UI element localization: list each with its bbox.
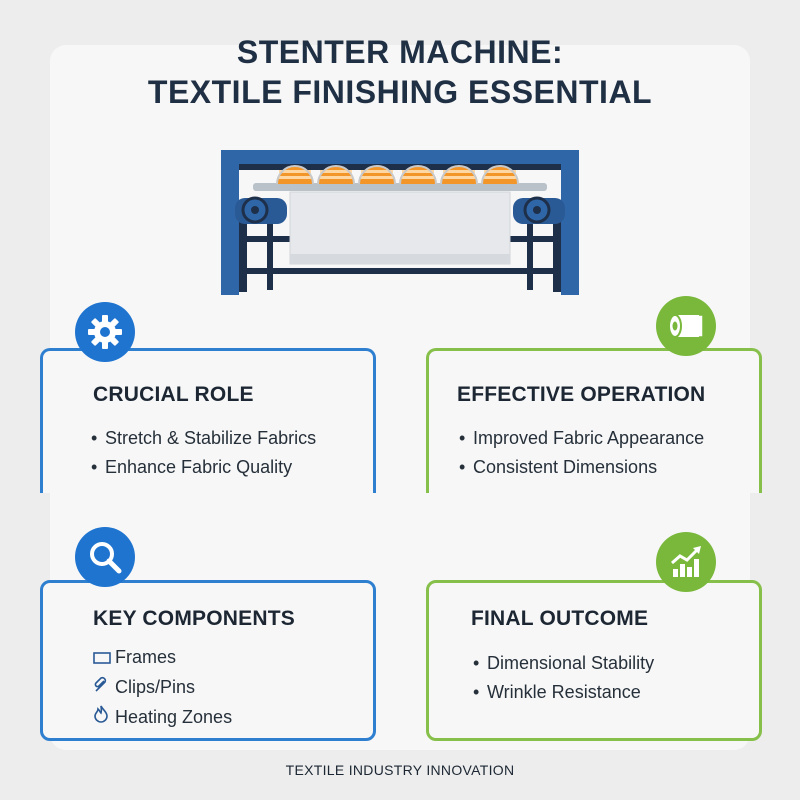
title-line-2: TEXTILE FINISHING ESSENTIAL [147, 74, 653, 110]
machine-right-post [561, 150, 579, 295]
magnifier-icon [75, 527, 135, 587]
gear-icon [75, 302, 135, 362]
stenter-machine-illustration [221, 150, 579, 295]
list-item: •Dimensional Stability [473, 653, 655, 673]
list-item: Heating Zones [93, 703, 232, 733]
list-item: Frames [93, 643, 232, 673]
clip-icon [93, 674, 115, 703]
fabric-sheet [289, 191, 511, 265]
card-heading: KEY COMPONENTS [93, 607, 295, 630]
card-list: Frames Clips/Pins Heating Zones [93, 643, 232, 732]
list-item: •Consistent Dimensions [459, 457, 658, 477]
machine-left-post [221, 150, 239, 295]
card-heading: EFFECTIVE OPERATION [457, 383, 706, 406]
machine-top-beam [221, 150, 579, 164]
growth-chart-icon [656, 532, 716, 592]
flame-icon [93, 703, 115, 732]
title-line-1: STENTER MACHINE: [236, 34, 564, 70]
list-item: •Wrinkle Resistance [473, 682, 641, 702]
list-item: •Stretch & Stabilize Fabrics [91, 428, 317, 448]
card-key-components: KEY COMPONENTS Frames Clips/Pins Heating… [40, 580, 376, 741]
list-item: •Improved Fabric Appearance [459, 428, 705, 448]
list-item: Clips/Pins [93, 673, 232, 703]
fabric-roll-icon [656, 296, 716, 356]
frame-icon [93, 644, 115, 673]
card-final-outcome: FINAL OUTCOME •Dimensional Stability •Wr… [426, 580, 762, 741]
card-list: •Stretch & Stabilize Fabrics •Enhance Fa… [91, 424, 316, 482]
card-effective-operation: EFFECTIVE OPERATION •Improved Fabric App… [426, 348, 762, 493]
card-heading: FINAL OUTCOME [471, 607, 649, 630]
card-heading: CRUCIAL ROLE [93, 383, 254, 406]
footer-tagline: TEXTILE INDUSTRY INNOVATION [285, 762, 515, 778]
card-crucial-role: CRUCIAL ROLE •Stretch & Stabilize Fabric… [40, 348, 376, 493]
card-list: •Improved Fabric Appearance •Consistent … [459, 424, 704, 482]
list-item: •Enhance Fabric Quality [91, 457, 293, 477]
heater-row [276, 165, 519, 185]
card-list: •Dimensional Stability •Wrinkle Resistan… [473, 649, 654, 707]
page-title: STENTER MACHINE: TEXTILE FINISHING ESSEN… [0, 32, 800, 112]
